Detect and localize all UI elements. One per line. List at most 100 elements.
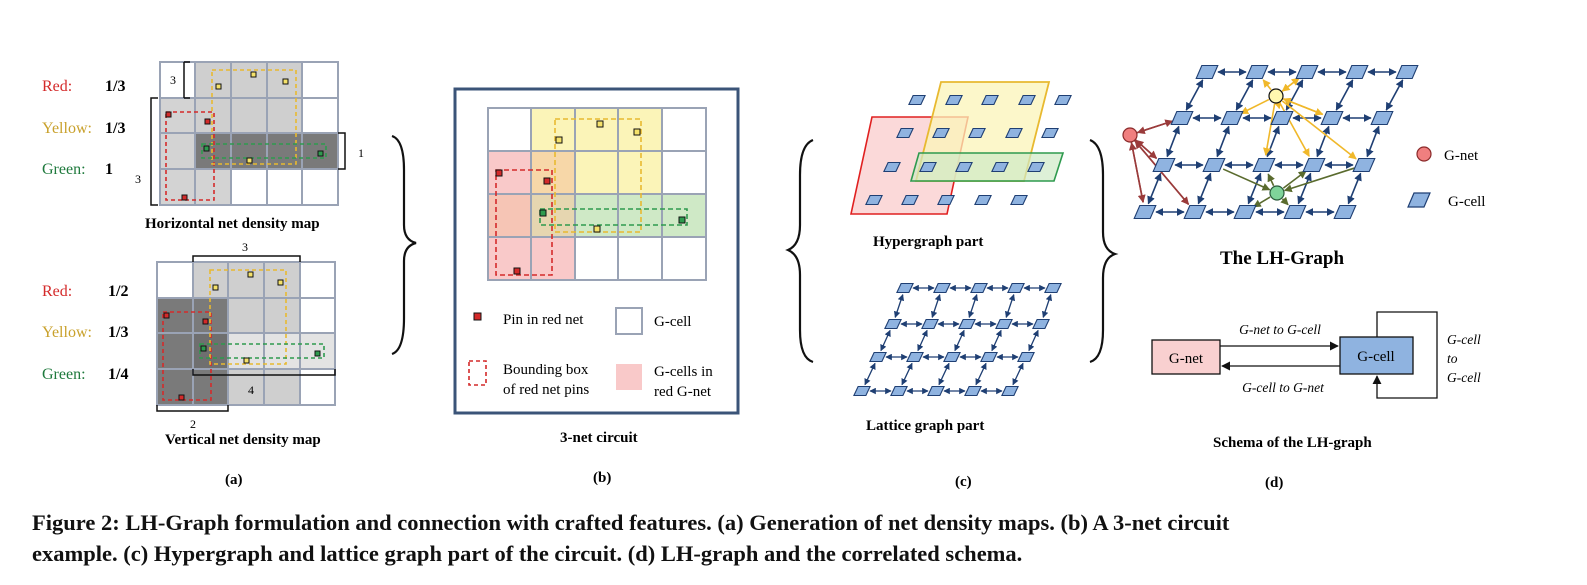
- schema-gnet-box: [1151, 339, 1221, 375]
- v-green-label: Green:: [42, 366, 86, 383]
- hypergraph-gcell: [919, 161, 937, 173]
- lattice-gcell: [995, 318, 1013, 330]
- schema-edge-net-to-cell: G-net to G-cell: [1239, 322, 1321, 337]
- lh-red-net-edge: [1135, 139, 1158, 159]
- pin-legend-icon: [473, 312, 482, 321]
- lattice-edge: [938, 362, 950, 386]
- lattice-edge: [893, 294, 905, 318]
- lattice-edge: [917, 329, 928, 352]
- bbox-legend-icon: [468, 360, 487, 386]
- v-yellow-label: Yellow:: [42, 324, 92, 341]
- h-red-value: 1/3: [105, 78, 125, 95]
- hypergraph-gcell: [896, 127, 914, 139]
- lattice-gcell: [958, 318, 976, 330]
- lh-gcell: [1395, 64, 1419, 80]
- lattice-gcell: [933, 282, 951, 294]
- caption-line-1: Figure 2: LH-Graph formulation and conne…: [32, 510, 1230, 535]
- hypergraph-gcell: [932, 127, 950, 139]
- lattice-gcell: [964, 385, 982, 397]
- legend-gnet-icon: [1416, 146, 1432, 162]
- lh-yellow-net-edge: [1282, 97, 1323, 116]
- schema-title: Schema of the LH-graph: [1213, 435, 1372, 451]
- panel-b: Pin in red net G-cell Bounding box of re…: [453, 87, 740, 486]
- lattice-gcell: [869, 351, 887, 363]
- lh-gcell: [1320, 110, 1344, 126]
- lh-gcell: [1333, 204, 1357, 220]
- lh-lattice-edge: [1347, 172, 1362, 205]
- lh-gcell: [1233, 204, 1257, 220]
- hypergraph-part: [850, 81, 1072, 215]
- lattice-gcell: [1001, 385, 1019, 397]
- h-yellow-label: Yellow:: [42, 120, 92, 137]
- panel-a: Red: 1/3 Yellow: 1/3 Green: 1: [42, 61, 364, 488]
- lh-lattice-edge: [1266, 125, 1280, 158]
- schema-gcell-label: G-cell: [1357, 349, 1394, 365]
- panel-c: Hypergraph part Lattice graph part (c): [850, 81, 1072, 490]
- lattice-gcell: [921, 318, 939, 330]
- hypergraph-title: Hypergraph part: [873, 234, 983, 250]
- hypergraph-gcells: [865, 94, 1072, 206]
- panel-d-label: (d): [1265, 475, 1283, 491]
- brace-a-b: [391, 134, 417, 356]
- hypergraph-gcell: [1041, 127, 1059, 139]
- lh-gcell: [1295, 64, 1319, 80]
- h-dim-right: 1: [358, 146, 364, 160]
- lh-gcell: [1283, 204, 1307, 220]
- lh-gcell: [1152, 157, 1176, 173]
- lh-gcell: [1252, 157, 1276, 173]
- hypergraph-gcell: [1054, 94, 1072, 106]
- brace-b-c: [785, 138, 814, 364]
- lh-green-net-edge: [1267, 173, 1275, 187]
- v-dim-top: 3: [242, 240, 248, 254]
- lh-green-net-edge: [1282, 170, 1307, 189]
- lh-graph: [1122, 64, 1419, 220]
- lh-gcell: [1170, 110, 1194, 126]
- hypergraph-gcell: [974, 194, 992, 206]
- lh-yellow-net-edge: [1240, 98, 1270, 115]
- lh-yellow-net-edge: [1263, 103, 1276, 156]
- v-yellow-value: 1/3: [108, 324, 128, 341]
- lh-lattice-edge: [1235, 79, 1254, 111]
- lh-gcell: [1183, 204, 1207, 220]
- lh-yellow-net-edge: [1281, 100, 1357, 160]
- lattice-edge: [1012, 362, 1024, 386]
- legend-bbox-1: Bounding box: [503, 362, 589, 378]
- lh-schema: G-net G-cell G-net to G-cell G-cell to G…: [1151, 311, 1481, 451]
- v-green-value: 1/4: [108, 366, 128, 383]
- lattice-edge: [1028, 329, 1039, 352]
- lh-red-net-edge: [1136, 120, 1173, 135]
- horizontal-density-labels: Red: 1/3 Yellow: 1/3 Green: 1: [42, 78, 125, 178]
- lattice-gcell: [1044, 282, 1062, 294]
- lattice-title: Lattice graph part: [866, 418, 984, 434]
- lattice-gcell: [884, 318, 902, 330]
- lattice-gcell: [980, 351, 998, 363]
- lattice-gcell: [927, 385, 945, 397]
- legend-bbox-2: of red net pins: [503, 382, 589, 398]
- lattice-gcell: [1017, 351, 1035, 363]
- schema-edge-cell-to-net: G-cell to G-net: [1242, 380, 1325, 395]
- v-red-label: Red:: [42, 283, 72, 300]
- figure-canvas: Red: 1/3 Yellow: 1/3 Green: 1: [42, 61, 1485, 491]
- v-red-value: 1/2: [108, 283, 128, 300]
- lh-lattice-edge: [1316, 125, 1330, 158]
- hypergraph-gcell: [991, 161, 1009, 173]
- lh-gcell: [1270, 110, 1294, 126]
- lh-gcell: [1245, 64, 1269, 80]
- hypergraph-gcell: [883, 161, 901, 173]
- lh-gcell: [1220, 110, 1244, 126]
- lattice-edge: [1041, 294, 1053, 318]
- panel-b-title: 3-net circuit: [560, 430, 638, 446]
- h-yellow-value: 1/3: [105, 120, 125, 137]
- lh-lattice-edge: [1216, 125, 1230, 158]
- lh-lattice-edge: [1185, 79, 1204, 111]
- h-red-label: Red:: [42, 78, 72, 95]
- hypergraph-gcell: [937, 194, 955, 206]
- lh-gcell: [1352, 157, 1376, 173]
- lattice-edge: [1004, 294, 1016, 318]
- hypergraph-gcell: [945, 94, 963, 106]
- h-dim-left: 3: [135, 172, 141, 186]
- hypergraph-gcell: [908, 94, 926, 106]
- lattice-edge: [954, 329, 965, 352]
- panel-c-label: (c): [955, 474, 972, 490]
- horizontal-density-map: 3 3 1: [135, 61, 364, 206]
